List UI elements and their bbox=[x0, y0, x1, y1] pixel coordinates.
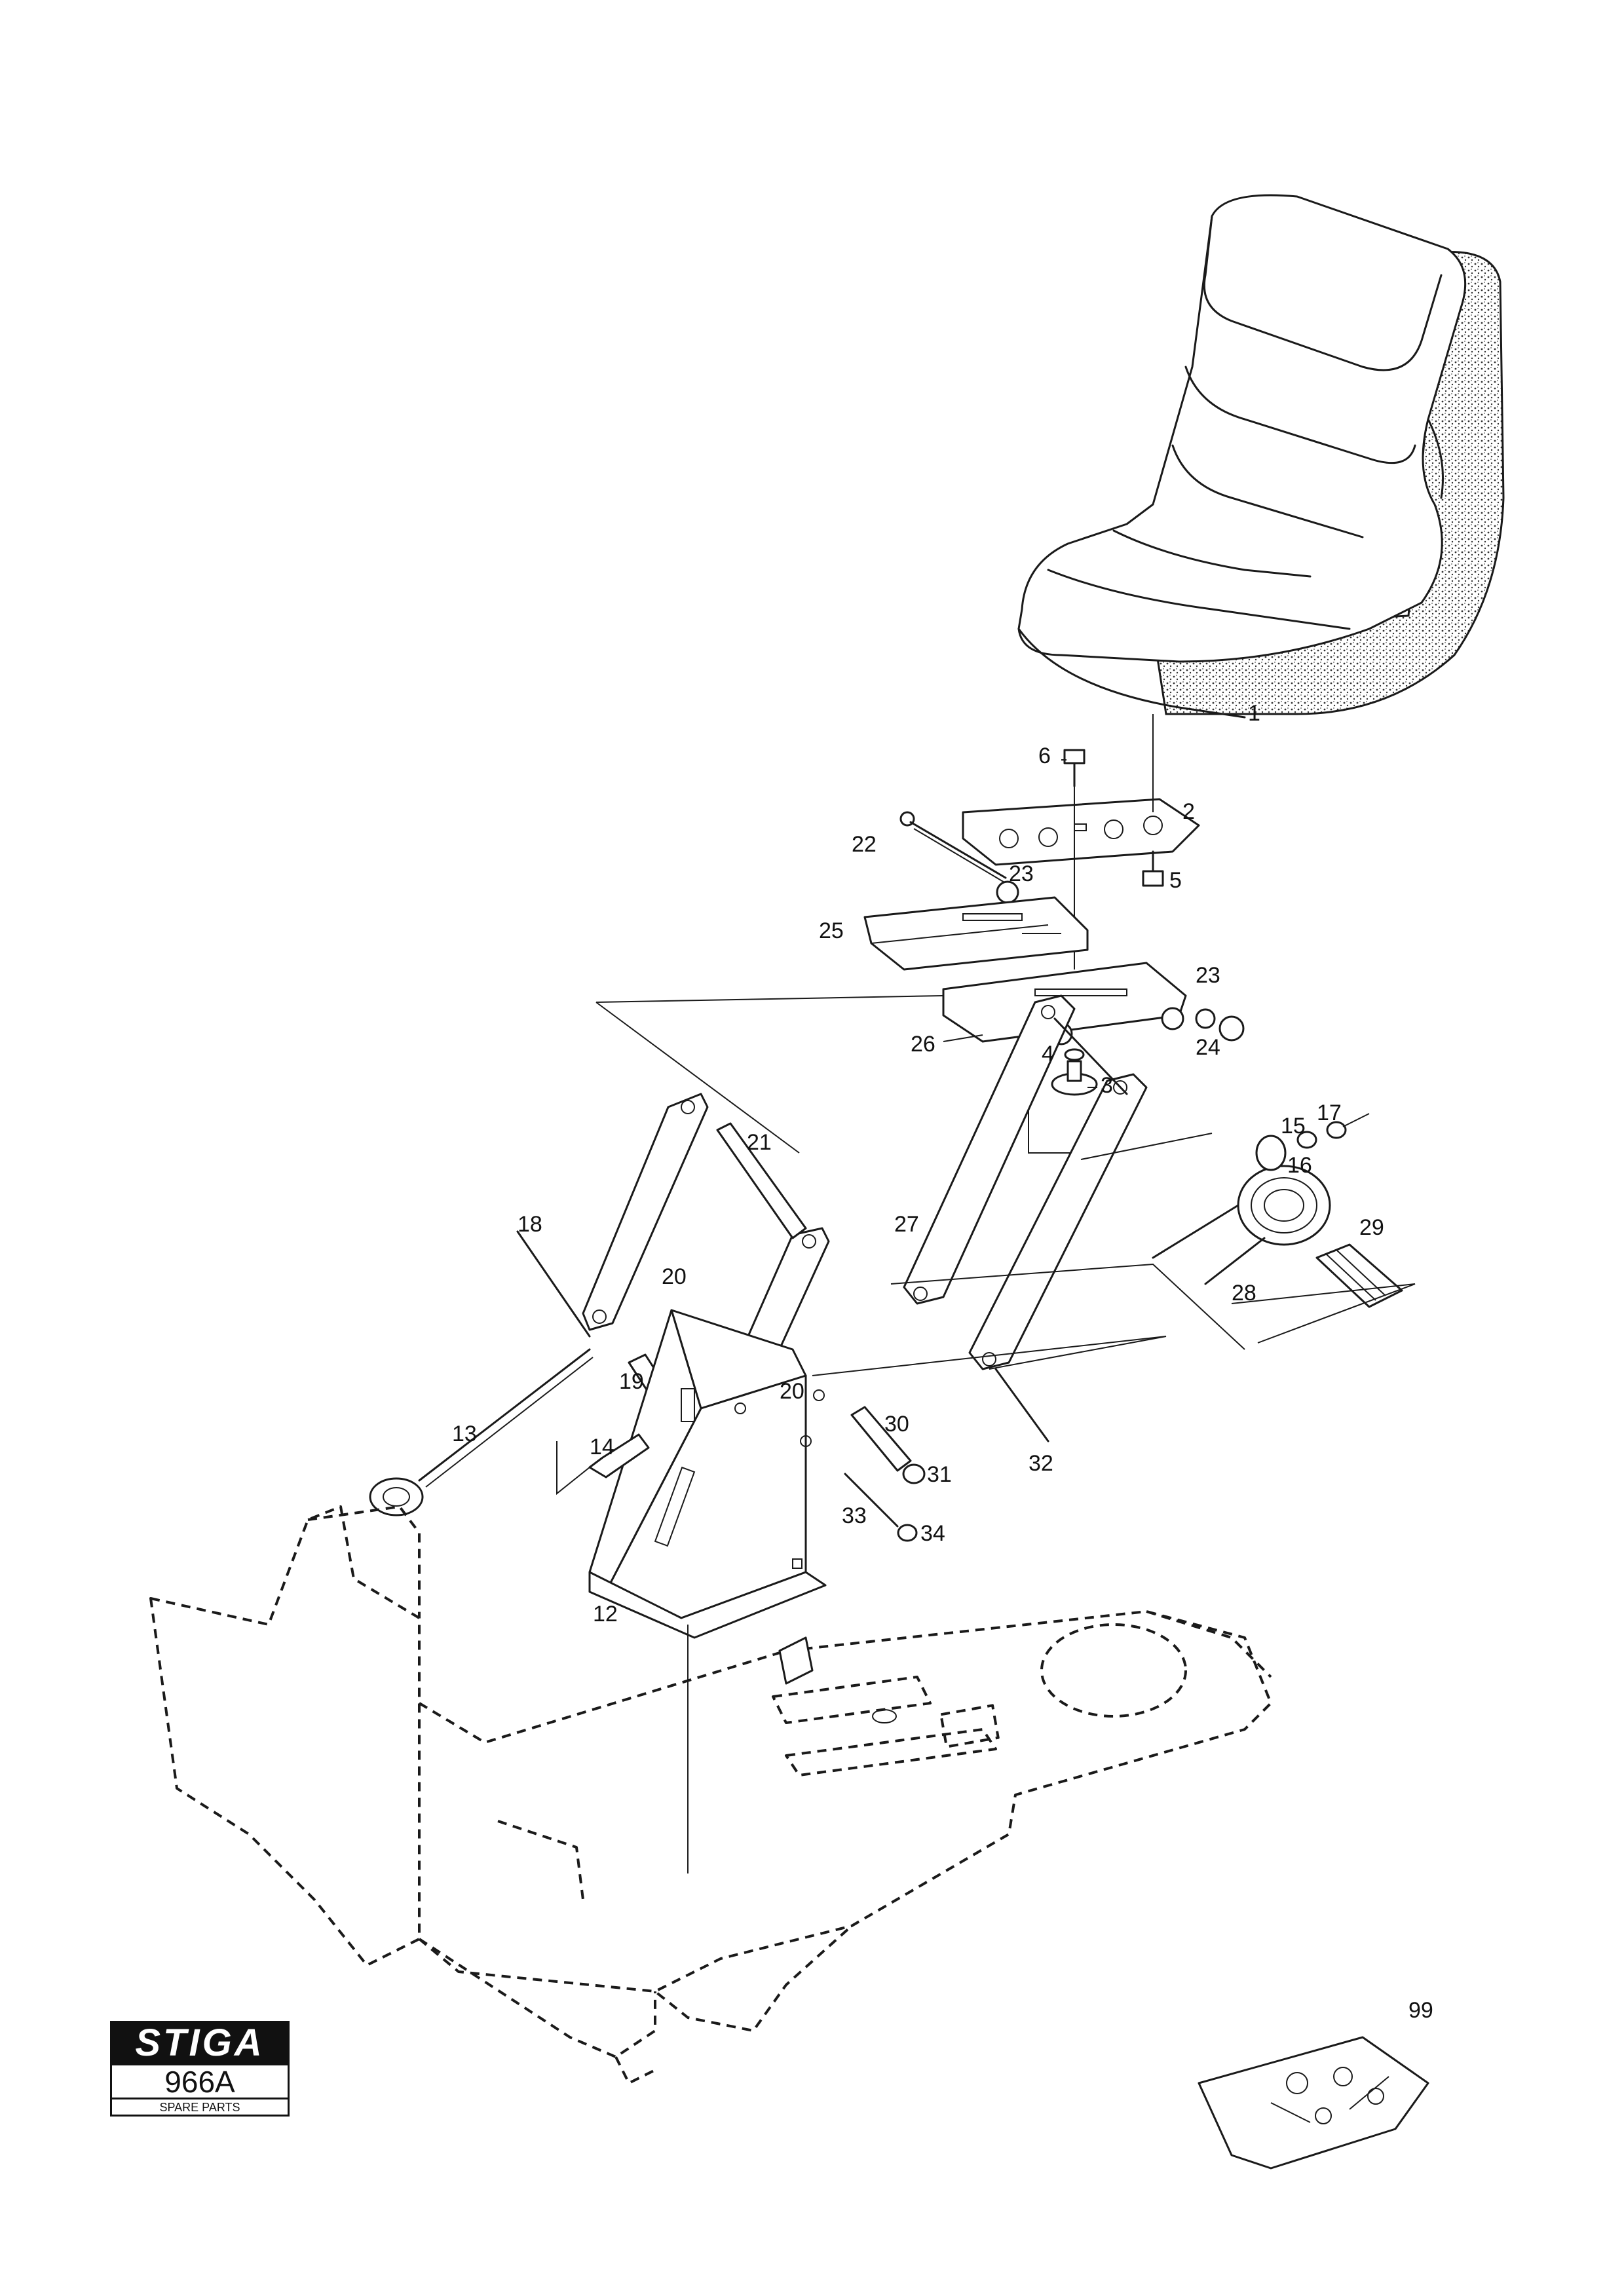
callout-33: 33 bbox=[842, 1503, 867, 1528]
washer-part bbox=[1195, 1008, 1216, 1029]
callout-19: 19 bbox=[619, 1369, 644, 1394]
pin-part bbox=[850, 1406, 926, 1484]
seat-part bbox=[1017, 194, 1505, 719]
seat-bracket-part bbox=[588, 1309, 827, 1639]
spacer-part bbox=[588, 1433, 650, 1478]
callout-4: 4 bbox=[1042, 1042, 1054, 1066]
swing-frame-part bbox=[903, 994, 1148, 1370]
callout-18: 18 bbox=[518, 1212, 542, 1237]
pin-part bbox=[994, 1368, 1049, 1442]
callout-28: 28 bbox=[1232, 1281, 1256, 1306]
callout-2: 2 bbox=[1182, 799, 1195, 824]
chassis-frame bbox=[149, 1505, 1272, 2084]
knob-part bbox=[1051, 1048, 1098, 1096]
brand-logo: STIGA bbox=[112, 2023, 288, 2063]
pin-part bbox=[844, 1473, 918, 1542]
spacer-part bbox=[716, 1122, 807, 1239]
callout-17: 17 bbox=[1317, 1101, 1342, 1125]
callout-5: 5 bbox=[1169, 868, 1182, 893]
slide-plate-part bbox=[863, 896, 1089, 971]
callout-12: 12 bbox=[593, 1602, 618, 1627]
bolt-part bbox=[1142, 850, 1164, 887]
callout-29: 29 bbox=[1359, 1215, 1384, 1240]
callout-99: 99 bbox=[1408, 1998, 1433, 2023]
callout-20: 20 bbox=[662, 1264, 687, 1289]
callout-13: 13 bbox=[452, 1421, 477, 1446]
callout-32: 32 bbox=[1029, 1451, 1053, 1476]
hardware-bag-part bbox=[1198, 2036, 1429, 2170]
knob-screw-part bbox=[369, 1348, 594, 1516]
callout-3: 3 bbox=[1101, 1073, 1113, 1098]
callout-14: 14 bbox=[590, 1435, 614, 1459]
callout-31: 31 bbox=[927, 1462, 952, 1487]
callout-6: 6 bbox=[1038, 743, 1051, 768]
callout-22: 22 bbox=[852, 832, 877, 857]
torsion-spring-part bbox=[1152, 1165, 1331, 1285]
callout-30: 30 bbox=[884, 1412, 909, 1437]
callout-25: 25 bbox=[819, 918, 844, 943]
callout-34: 34 bbox=[920, 1521, 945, 1546]
callout-16: 16 bbox=[1287, 1153, 1312, 1178]
callout-1: 1 bbox=[1248, 701, 1260, 726]
bushing-part bbox=[1255, 1113, 1370, 1171]
console-part bbox=[778, 1636, 897, 1723]
model-number: 966A bbox=[112, 2063, 288, 2098]
spare-parts-caption: SPARE PARTS bbox=[112, 2098, 288, 2117]
long-bolt-part bbox=[899, 811, 1007, 884]
callout-20: 20 bbox=[780, 1379, 804, 1404]
callout-27: 27 bbox=[894, 1212, 919, 1237]
callout-23: 23 bbox=[1009, 861, 1034, 886]
callout-24: 24 bbox=[1196, 1035, 1220, 1060]
callout-26: 26 bbox=[911, 1032, 935, 1057]
link-arm-part bbox=[582, 1093, 709, 1331]
callout-21: 21 bbox=[747, 1130, 772, 1155]
pin-part bbox=[516, 1230, 591, 1338]
splined-shaft-part bbox=[1315, 1243, 1403, 1308]
brand-logo-block: STIGA 966A SPARE PARTS bbox=[110, 2021, 290, 2117]
bolt-part bbox=[1063, 749, 1086, 787]
callout-15: 15 bbox=[1281, 1114, 1306, 1139]
nut-part bbox=[1218, 1015, 1245, 1042]
callout-23: 23 bbox=[1196, 963, 1220, 988]
